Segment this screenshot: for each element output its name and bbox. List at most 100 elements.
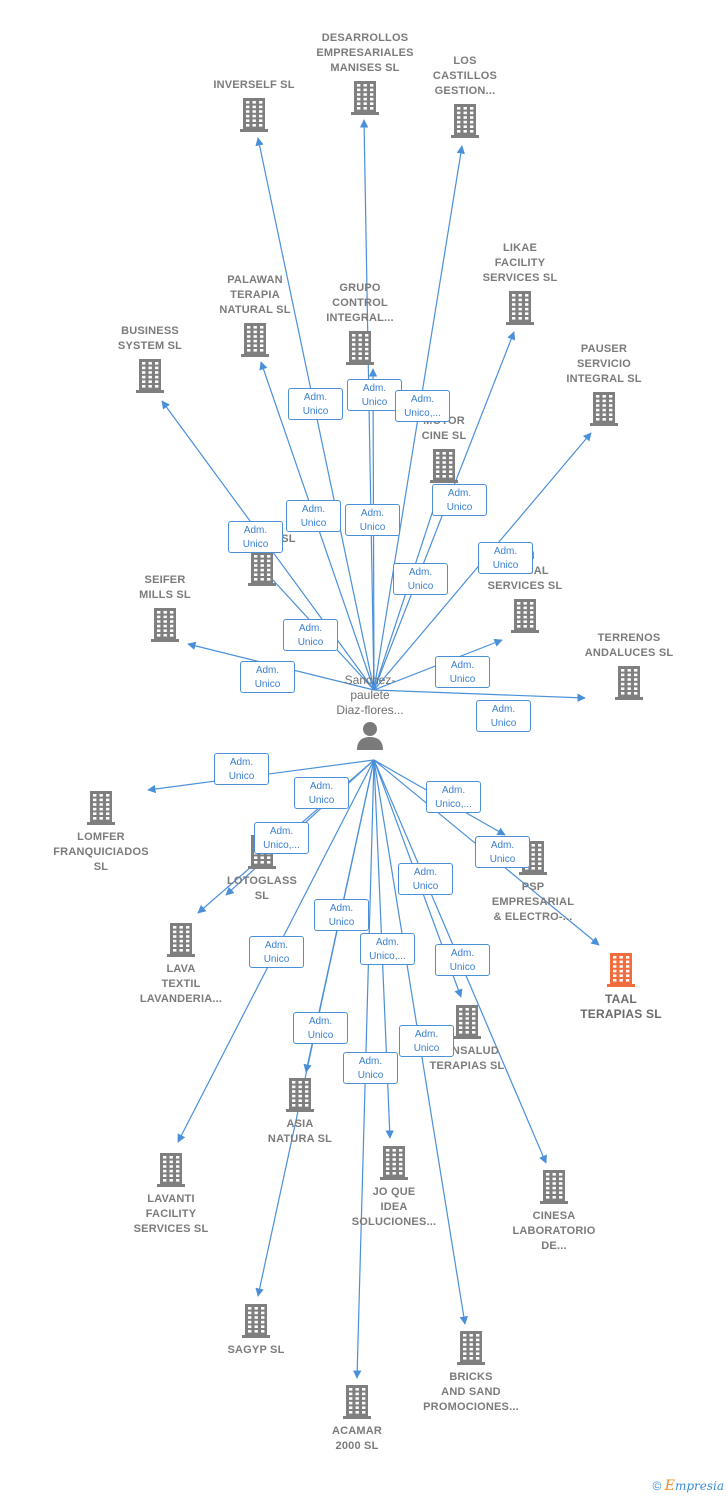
copyright-symbol: © <box>652 1479 662 1493</box>
role-badge-lomfer[interactable]: Adm. Unico <box>214 753 269 785</box>
company-label: LAVANTI FACILITY SERVICES SL <box>133 1193 209 1235</box>
company-node-sagyp[interactable]: SAGYP SL <box>181 1303 331 1358</box>
company-label: JO QUE IDEA SOLUCIONES... <box>351 1186 437 1228</box>
company-node-seifer[interactable]: SEIFER MILLS SL <box>90 573 240 643</box>
role-badge-consalud[interactable]: Adm. Unico <box>435 944 490 976</box>
company-label: TAAL TERAPIAS SL <box>580 992 662 1021</box>
role-badge-lotoglass[interactable]: Adm. Unico,... <box>254 822 309 854</box>
building-icon <box>187 551 337 587</box>
building-icon <box>450 598 600 634</box>
company-node-lava[interactable]: LAVA TEXTIL LAVANDERIA... <box>106 922 256 1007</box>
building-icon <box>90 607 240 643</box>
company-label: CINESA LABORATORIO DE... <box>512 1210 596 1252</box>
company-node-inverself[interactable]: INVERSELF SL <box>179 78 329 133</box>
company-label: ACAMAR 2000 SL <box>331 1425 383 1452</box>
company-label: ASIA NATURA SL <box>267 1118 333 1145</box>
building-icon <box>529 391 679 427</box>
brand-logo-initial: E <box>664 1478 675 1494</box>
building-icon <box>290 80 440 116</box>
company-node-lomfer[interactable]: LOMFER FRANQUICIADOS SL <box>26 790 176 875</box>
company-label: LAVA TEXTIL LAVANDERIA... <box>139 963 223 1005</box>
role-badge-asianatura[interactable]: Adm. Unico <box>314 899 369 931</box>
company-node-likae[interactable]: LIKAE FACILITY SERVICES SL <box>445 241 595 326</box>
company-label: LOTOGLASS SL <box>226 875 298 902</box>
role-badge-desarrollos[interactable]: Adm. Unico <box>347 379 402 411</box>
building-icon <box>285 330 435 366</box>
company-node-psp[interactable]: PSP EMPRESARIAL & ELECTRO-... <box>458 840 608 925</box>
company-node-desarrollos[interactable]: DESARROLLOS EMPRESARIALES MANISES SL <box>290 31 440 116</box>
company-node-joque[interactable]: JO QUE IDEA SOLUCIONES... <box>319 1145 469 1230</box>
building-icon <box>546 952 696 988</box>
role-badge-psp[interactable]: Adm. Unico,... <box>426 781 481 813</box>
company-node-cinesa[interactable]: CINESA LABORATORIO DE... <box>479 1169 629 1254</box>
company-label: SEIFER MILLS SL <box>139 574 191 601</box>
company-label: PALAWAN TERAPIA NATURAL SL <box>219 274 291 316</box>
role-badge-terrenos[interactable]: Adm. Unico <box>476 700 531 732</box>
company-node-lavanti[interactable]: LAVANTI FACILITY SERVICES SL <box>96 1152 246 1237</box>
company-node-taal[interactable]: TAAL TERAPIAS SL <box>546 952 696 1022</box>
building-icon <box>396 1330 546 1366</box>
building-icon <box>369 448 519 484</box>
role-badge-likae[interactable]: Adm. Unico <box>432 484 487 516</box>
brand-logo-rest: mpresia <box>674 1479 724 1493</box>
company-label: GRUPO CONTROL INTEGRAL... <box>326 282 394 324</box>
company-node-loscastillos[interactable]: LOS CASTILLOS GESTION... <box>390 54 540 139</box>
building-icon <box>180 322 330 358</box>
building-icon <box>26 790 176 826</box>
company-label: PSP EMPRESARIAL & ELECTRO-... <box>491 881 575 923</box>
role-badge-lavanti[interactable]: Adm. Unico <box>293 1012 348 1044</box>
company-label: DESARROLLOS EMPRESARIALES MANISES SL <box>316 32 414 74</box>
company-node-business[interactable]: BUSINESS SYSTEM SL <box>75 324 225 394</box>
company-label: PAUSER SERVICIO INTEGRAL SL <box>566 343 642 385</box>
edge-terrenos <box>373 689 586 702</box>
role-badge-acamar[interactable]: Adm. Unico <box>343 1052 398 1084</box>
company-node-bricks[interactable]: BRICKS AND SAND PROMOCIONES... <box>396 1330 546 1415</box>
person-label: Sanchez- paulete Diaz-flores... <box>336 673 404 717</box>
company-node-palawan[interactable]: PALAWAN TERAPIA NATURAL SL <box>180 273 330 358</box>
company-node-motorcine[interactable]: MOTOR CINE SL <box>369 414 519 484</box>
role-badge-motorcine[interactable]: Adm. Unico <box>393 563 448 595</box>
company-label: INVERSELF SL <box>213 79 295 91</box>
company-node-asianatura[interactable]: ASIA NATURA SL <box>225 1077 375 1147</box>
building-icon <box>445 290 595 326</box>
company-node-grupocontrol[interactable]: GRUPO CONTROL INTEGRAL... <box>285 281 435 366</box>
building-icon <box>392 1004 542 1040</box>
company-node-acamar[interactable]: ACAMAR 2000 SL <box>282 1384 432 1454</box>
building-icon <box>225 1077 375 1113</box>
company-label: LIKAE FACILITY SERVICES SL <box>482 242 558 284</box>
company-label: LOS CASTILLOS GESTION... <box>432 55 498 97</box>
building-icon <box>106 922 256 958</box>
role-badge-taal[interactable]: Adm. Unico <box>475 836 530 868</box>
company-label: BRICKS AND SAND PROMOCIONES... <box>423 1371 519 1413</box>
role-badge-loscastillos[interactable]: Adm. Unico,... <box>395 390 450 422</box>
role-badge-palawan[interactable]: Adm. Unico <box>286 500 341 532</box>
role-badge-bricks[interactable]: Adm. Unico <box>399 1025 454 1057</box>
building-icon <box>179 97 329 133</box>
company-node-pauser[interactable]: PAUSER SERVICIO INTEGRAL SL <box>529 342 679 427</box>
company-node-terrenos[interactable]: TERRENOS ANDALUCES SL <box>554 631 704 701</box>
building-icon <box>554 665 704 701</box>
company-label: LOMFER FRANQUICIADOS SL <box>53 831 149 873</box>
role-badge-pauser[interactable]: Adm. Unico <box>478 542 533 574</box>
role-badge-business[interactable]: Adm. Unico <box>228 521 283 553</box>
role-badge-joque[interactable]: Adm. Unico,... <box>360 933 415 965</box>
building-icon <box>390 103 540 139</box>
company-label: BUSINESS SYSTEM SL <box>117 325 183 352</box>
person-icon <box>357 722 383 750</box>
role-badge-lava[interactable]: Adm. Unico <box>249 936 304 968</box>
role-badge-daiglobal[interactable]: Adm. Unico <box>435 656 490 688</box>
building-icon <box>181 1303 331 1339</box>
role-badge-sagyp[interactable]: Adm. Unico <box>294 777 349 809</box>
copyright-notice: © Empresia <box>653 1478 724 1494</box>
role-badge-dharma[interactable]: Adm. Unico <box>283 619 338 651</box>
role-badge-seifer[interactable]: Adm. Unico <box>240 661 295 693</box>
role-badge-cinesa[interactable]: Adm. Unico <box>398 863 453 895</box>
building-icon <box>75 358 225 394</box>
role-badge-inverself[interactable]: Adm. Unico <box>288 388 343 420</box>
building-icon <box>282 1384 432 1420</box>
person-node[interactable]: Sanchez- paulete Diaz-flores... <box>315 673 425 752</box>
building-icon <box>319 1145 469 1181</box>
role-badge-grupocontrol[interactable]: Adm. Unico <box>345 504 400 536</box>
company-label: SAGYP SL <box>227 1344 285 1356</box>
